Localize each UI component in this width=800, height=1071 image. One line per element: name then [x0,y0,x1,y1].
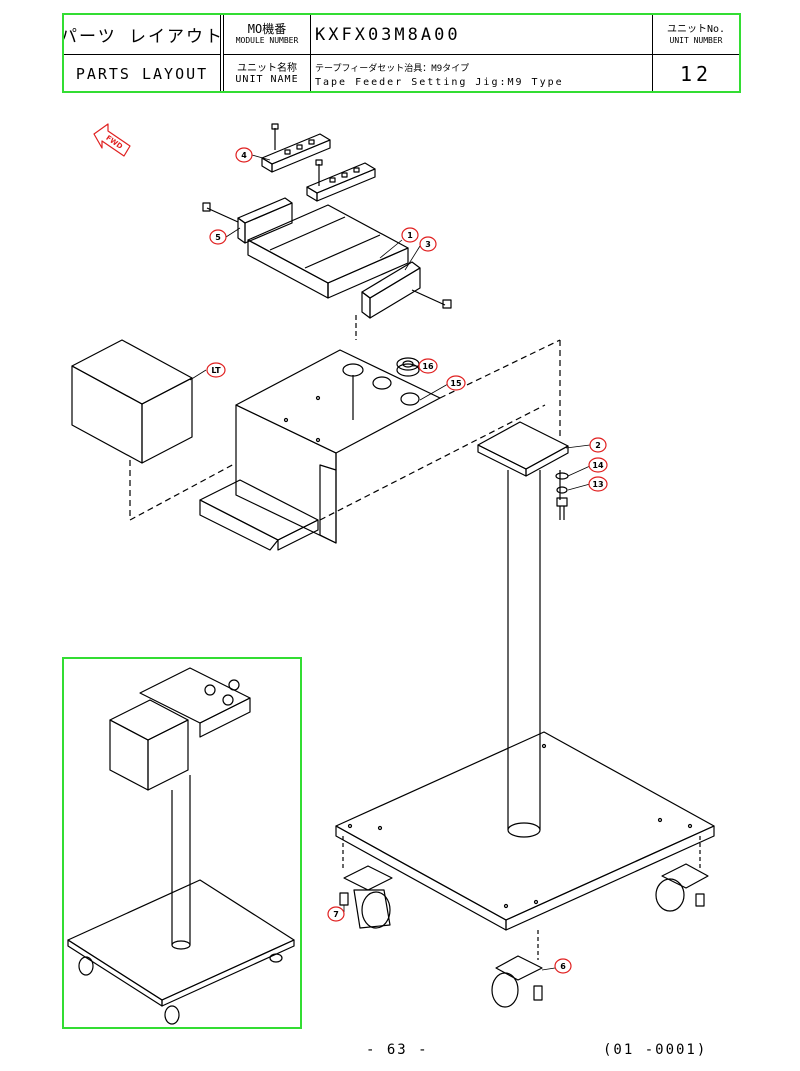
title-block: パーツ レイアウト PARTS LAYOUT MO機番 MODULE NUMBE… [62,13,741,93]
unit-number-label: ユニットNo. UNIT NUMBER [653,15,739,54]
unit-name-jp: テープフィーダセット治具：M9タイプ [315,63,470,74]
module-number-label: MO機番 MODULE NUMBER [224,15,310,54]
part-lt-box [71,339,193,520]
callout-16 [418,358,438,374]
callout-16-label: 16 [422,362,434,371]
callout-13 [588,476,608,492]
callout-2 [589,437,607,453]
assembled-view-frame [62,657,302,1029]
unit-name-en: Tape Feeder Setting Jig:M9 Type [315,76,564,88]
callout-6-label: 6 [560,962,566,971]
divider [220,15,221,91]
callout-lt-label: LT [211,366,221,375]
callout-lt [206,362,226,378]
parts-layout-en: PARTS LAYOUT [75,65,209,83]
divider [223,15,224,91]
unit-no-label-jp: ユニットNo. [666,23,726,35]
part-7-caster [339,865,393,929]
callout-3-label: 3 [425,240,431,249]
divider [223,54,739,55]
base-plate [335,731,715,960]
callout-4-label: 4 [241,151,247,160]
document-code: (01 -0001) [603,1042,708,1058]
callout-5 [209,229,227,245]
divider [64,54,220,55]
part-1-base-block [247,204,409,299]
unit-name-label-en: UNIT NAME [235,74,299,85]
part-15-housing [129,339,561,551]
part-4-rail-right [306,159,376,202]
unit-number-label-en: UNIT NUMBER [669,35,723,45]
callout-15-label: 15 [450,379,462,388]
fwd-arrow-icon [93,123,131,157]
part-4-rail-left [261,123,331,173]
divider [652,15,653,91]
callout-5-label: 5 [215,233,221,242]
callout-1-label: 1 [407,231,413,240]
assembled-view-drawing [67,667,295,1025]
page-number: - 63 - [366,1042,429,1058]
mo-label-jp: MO機番 [247,21,287,36]
module-number-label-en: MODULE NUMBER [235,35,299,45]
callout-14 [588,457,608,473]
callout-3 [419,236,437,252]
part-3-side-clamp [355,261,452,340]
caster-right [655,863,709,912]
callout-13-label: 13 [592,480,603,489]
callout-7-label: 7 [333,910,339,919]
part-16-knob [396,357,420,377]
module-number-value: KXFX03M8A00 [315,24,461,45]
callout-2-label: 2 [595,441,601,450]
part-14-washer [555,472,569,480]
parts-layout-jp: パーツ レイアウト [64,27,220,47]
unit-name-label-jp: ユニット名称 [237,63,297,74]
callout-15 [446,375,466,391]
unit-number-value: 12 [679,62,713,86]
divider [310,15,311,91]
callout-4 [235,147,253,163]
part-13-washer [556,486,568,520]
callout-6 [554,958,572,974]
callout-7 [327,906,345,922]
part-5-clamp [202,197,293,244]
part-6-caster [491,955,543,1008]
part-2-column [477,421,569,838]
callout-1 [401,227,419,243]
callout-14-label: 14 [592,461,604,470]
unit-name-label: ユニット名称 UNIT NAME [224,55,310,93]
unit-name-value: テープフィーダセット治具：M9タイプ Tape Feeder Setting J… [311,55,652,93]
